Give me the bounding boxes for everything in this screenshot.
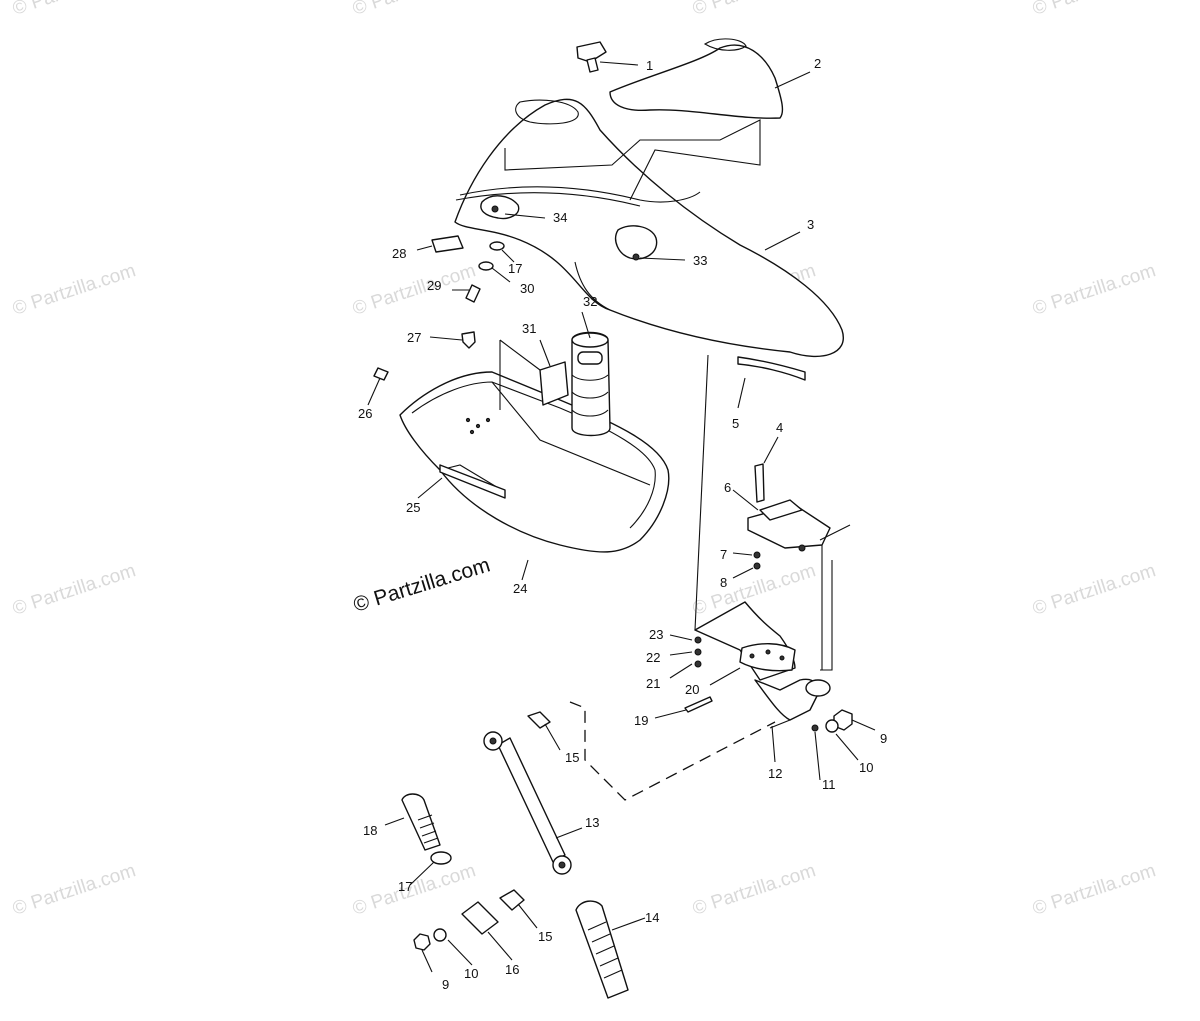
bolt-4 — [754, 463, 765, 503]
callout-label: 19 — [634, 713, 648, 728]
callout-label: 9 — [442, 977, 449, 992]
callout-label: 32 — [583, 294, 597, 309]
cup-holder-32 — [571, 331, 611, 437]
callout-label: 33 — [693, 253, 707, 268]
fastener-26 — [373, 367, 389, 381]
callout-labels: 1 2 3 34 33 28 17 30 29 32 31 27 26 25 2… — [358, 56, 887, 992]
decal-34 — [480, 195, 520, 220]
watermark: © Partzilla.com — [350, 0, 478, 20]
pin-19 — [684, 696, 713, 713]
pad-28 — [431, 235, 464, 253]
bracket-16 — [461, 901, 499, 935]
callout-label: 11 — [822, 777, 836, 792]
watermark: © Partzilla.com — [10, 560, 138, 620]
watermark: © Partzilla.com — [350, 860, 478, 920]
watermark: © Partzilla.com — [10, 860, 138, 920]
screw-33 — [632, 253, 640, 261]
callout-label: 27 — [407, 330, 421, 345]
spout-cover — [609, 38, 784, 119]
callout-label: 16 — [505, 962, 519, 977]
nut-9-bottom — [413, 933, 431, 951]
bracket-31 — [539, 361, 569, 406]
callout-label: 17 — [508, 261, 522, 276]
callout-label: 23 — [649, 627, 663, 642]
washer-30 — [478, 261, 494, 271]
watermark: © Partzilla.com — [1030, 560, 1158, 620]
callout-label: 3 — [807, 217, 814, 232]
seal-5 — [737, 356, 806, 381]
watermark: © Partzilla.com — [690, 560, 818, 620]
callout-label: 6 — [724, 480, 731, 495]
nut-23 — [694, 636, 702, 644]
callout-label: 24 — [513, 581, 527, 596]
watermark: © Partzilla.com — [1030, 260, 1158, 320]
ball-stud-15-top — [527, 711, 551, 729]
screw-34 — [491, 205, 499, 213]
copyright-notice: © Partzilla.com — [351, 553, 493, 616]
screw-29 — [465, 284, 481, 303]
latch-part — [576, 41, 607, 73]
hinge-assembly — [747, 499, 851, 671]
washer-11 — [811, 724, 819, 732]
callout-label: 26 — [358, 406, 372, 421]
callout-label: 14 — [645, 910, 659, 925]
callout-label: 30 — [520, 281, 534, 296]
ball-stud-15-bottom — [499, 889, 525, 911]
watermark: © Partzilla.com — [690, 0, 818, 20]
callout-label: 1 — [646, 58, 653, 73]
watermark: © Partzilla.com — [1030, 860, 1158, 920]
guide-line — [694, 354, 709, 631]
callout-label: 5 — [732, 416, 739, 431]
callout-label: 18 — [363, 823, 377, 838]
pedal-assembly — [694, 601, 831, 729]
dashed-linkage — [569, 701, 776, 801]
callout-label: 28 — [392, 246, 406, 261]
bolt-18 — [401, 793, 441, 851]
decal-33 — [614, 225, 658, 260]
callout-label: 31 — [522, 321, 536, 336]
washer-17-bottom — [430, 851, 452, 865]
hood-cover — [454, 98, 844, 358]
watermark: © Partzilla.com — [10, 0, 138, 20]
watermark: © Partzilla.com — [690, 860, 818, 920]
storage-tub — [399, 371, 670, 553]
washer-17 — [489, 241, 505, 251]
watermark: © Partzilla.com — [10, 260, 138, 320]
clip-27 — [461, 331, 476, 349]
spring-14 — [575, 900, 629, 999]
callout-label: 12 — [768, 766, 782, 781]
callout-label: 17 — [398, 879, 412, 894]
callout-label: 10 — [859, 760, 873, 775]
callout-label: 8 — [720, 575, 727, 590]
callout-label: 2 — [814, 56, 821, 71]
callout-label: 25 — [406, 500, 420, 515]
washer-7 — [753, 551, 761, 559]
callout-label: 29 — [427, 278, 441, 293]
callout-label: 15 — [538, 929, 552, 944]
callout-label: 34 — [553, 210, 567, 225]
callout-label: 20 — [685, 682, 699, 697]
leader-lines — [367, 61, 876, 973]
callout-label: 21 — [646, 676, 660, 691]
callout-label: 10 — [464, 966, 478, 981]
washer-10-right — [825, 719, 839, 733]
shock-rod — [483, 731, 572, 875]
locator-line — [504, 119, 761, 201]
callout-label: 4 — [776, 420, 783, 435]
callout-label: 7 — [720, 547, 727, 562]
nut-8 — [753, 562, 761, 570]
callout-label: 13 — [585, 815, 599, 830]
nut-21 — [694, 660, 702, 668]
nut-22 — [694, 648, 702, 656]
watermark: © Partzilla.com — [1030, 0, 1158, 20]
washer-10-bottom — [433, 928, 447, 942]
callout-label: 15 — [565, 750, 579, 765]
callout-label: 22 — [646, 650, 660, 665]
callout-label: 9 — [880, 731, 887, 746]
